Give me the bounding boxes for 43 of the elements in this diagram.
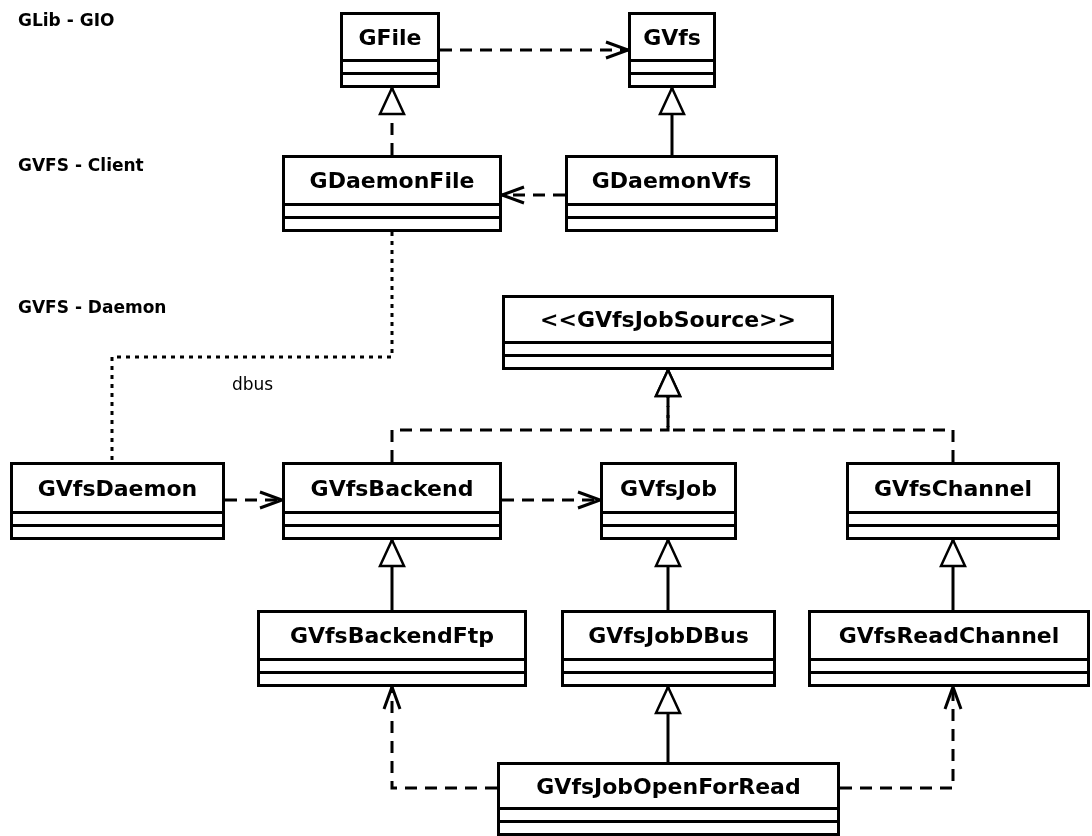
class-box [565,155,778,232]
class-box [340,12,440,88]
class-name: GDaemonFile [309,168,475,193]
inheritance-arrow [654,538,682,610]
class-name: GVfsBackend [310,475,474,501]
inheritance-arrow [378,86,406,155]
inheritance-arrow [654,368,955,462]
layer-label: GLib - GIO [18,10,115,30]
dependency-arrow [440,40,630,60]
class-name: GVfsJobDBus [588,623,749,648]
class-box [257,610,527,687]
class-name: GFile [358,24,422,50]
dependency-arrow [225,490,284,510]
layer-label: GVFS - Client [18,155,144,175]
class-box [502,295,834,370]
class-name: GVfsReadChannel [838,623,1060,648]
class-name: GDaemonVfs [591,168,752,193]
class-box [497,762,840,836]
connector-line [110,232,394,462]
dependency-arrow [840,685,963,790]
class-name: GVfsBackendFtp [289,623,495,648]
class-box [628,12,716,88]
inheritance-arrow [939,538,967,610]
layer-label: GVFS - Daemon [18,297,167,317]
class-box [282,155,502,232]
class-name: GVfs [643,24,701,50]
dependency-arrow [500,185,565,205]
class-name: GVfsJobOpenForRead [536,773,801,799]
inheritance-arrow [378,538,406,610]
class-name: GVfsJob [620,475,717,501]
class-box [846,462,1060,540]
inheritance-arrow [654,685,682,762]
class-box [808,610,1090,687]
dependency-arrow [382,685,497,790]
class-name: GVfsDaemon [37,475,198,501]
class-name: <<GVfsJobSource>> [540,307,796,332]
class-box [282,462,502,540]
class-name: GVfsChannel [873,475,1033,501]
class-box [10,462,225,540]
class-box [561,610,776,687]
class-box [600,462,737,540]
dependency-arrow [502,490,602,510]
inheritance-arrow [658,86,686,155]
